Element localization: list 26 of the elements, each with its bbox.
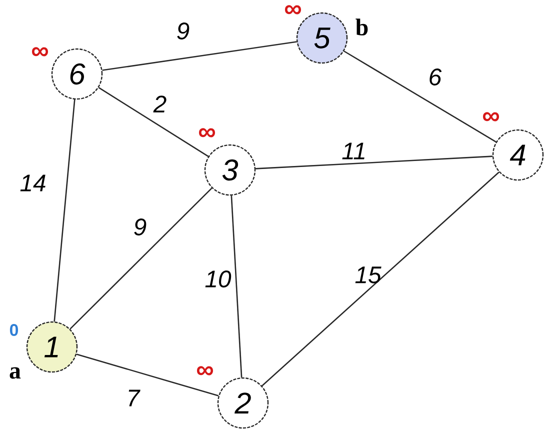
distance-label: ∞	[197, 366, 214, 376]
edge-line	[256, 156, 492, 170]
edge-line	[344, 50, 496, 142]
distance-label: ∞	[199, 128, 216, 138]
edge-label: 14	[20, 174, 46, 192]
edge-line	[54, 99, 76, 322]
edge-label: 2	[153, 96, 166, 112]
edge-label: 10	[205, 270, 232, 288]
edge-label: 11	[342, 142, 364, 160]
edge-line	[76, 354, 219, 396]
edge-label: 9	[177, 22, 190, 40]
distance-label: ∞	[32, 47, 48, 56]
distance-label: 0	[10, 324, 18, 336]
edge-line	[230, 196, 242, 378]
vertex-label: a	[10, 367, 21, 379]
edge-label: 9	[134, 218, 146, 236]
edge-line	[70, 188, 212, 330]
distance-label: ∞	[483, 112, 500, 122]
edge-line	[102, 41, 297, 71]
vertex-label: b	[356, 18, 368, 36]
distance-label: ∞	[285, 5, 302, 14]
edge-label: 7	[128, 390, 140, 406]
edge-line	[98, 87, 209, 157]
edge-line	[262, 172, 500, 386]
edge-label: 6	[430, 68, 442, 86]
edge-label: 15	[355, 266, 382, 284]
